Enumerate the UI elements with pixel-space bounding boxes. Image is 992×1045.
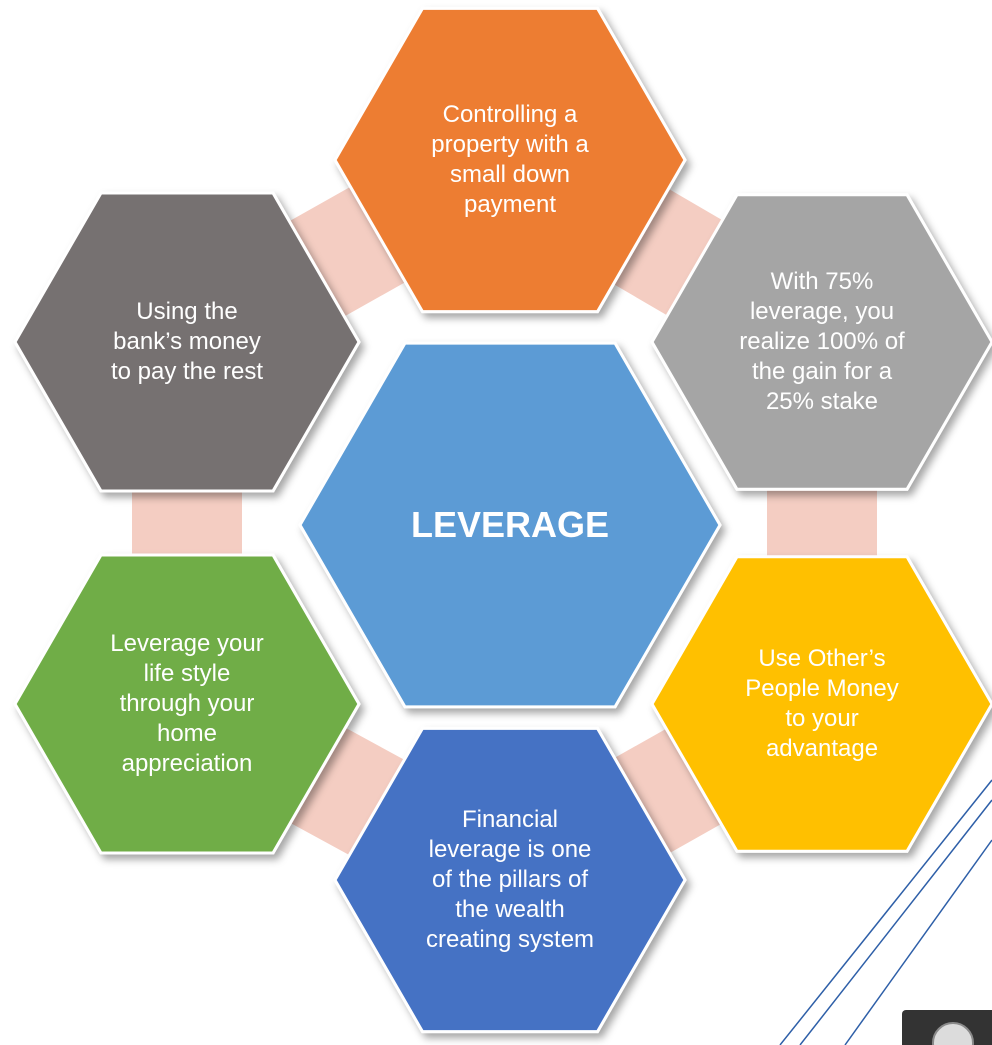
decorative-diagonal-line (779, 779, 992, 1045)
hexagon-upper-right (650, 193, 992, 491)
hexagon-top (333, 6, 687, 314)
hexagon-lower-right (650, 555, 992, 853)
brand-logo (902, 1010, 992, 1045)
hexagon-upper-left (13, 191, 361, 493)
hexagon-center (298, 341, 722, 709)
decorative-diagonal-line (799, 799, 992, 1045)
logo-emblem-icon (932, 1022, 974, 1045)
decorative-diagonal-line (844, 839, 992, 1045)
hexagon-bottom (333, 726, 687, 1034)
hexagon-lower-left (13, 553, 361, 855)
